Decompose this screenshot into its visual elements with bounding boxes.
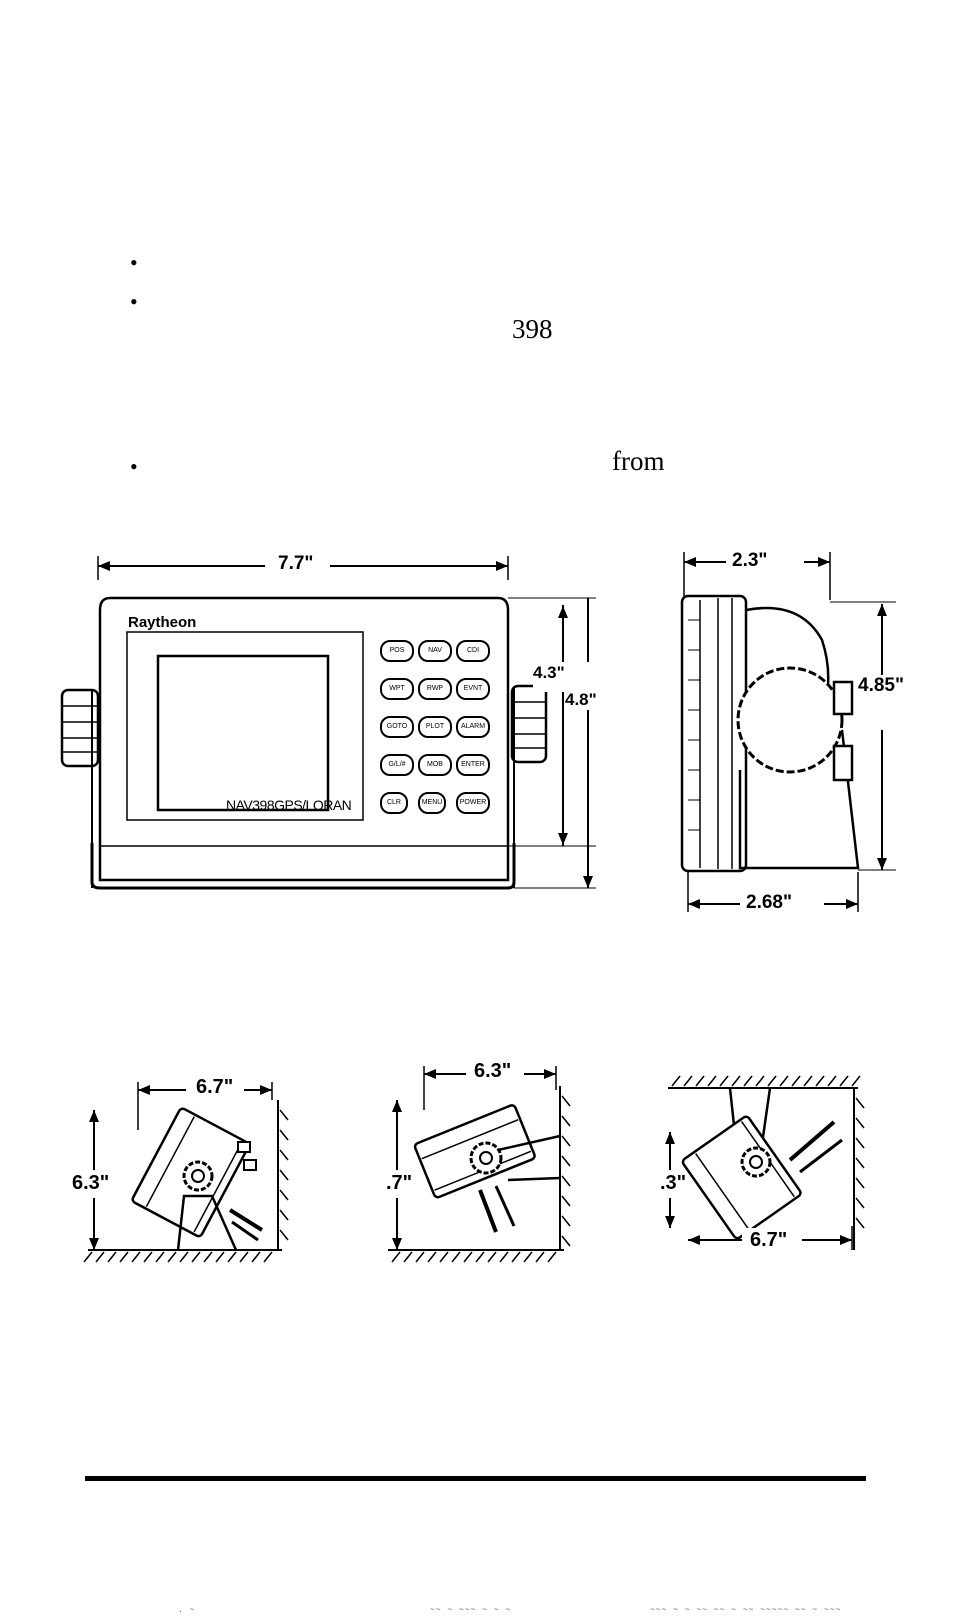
front-view-model-label: NAV398GPS/LORAN — [226, 797, 352, 813]
key-rwp: RWP — [418, 678, 452, 700]
key-evnt: EVNT — [456, 678, 490, 700]
bullet-2: • — [130, 289, 138, 314]
dim-side-depth-top: 2.3" — [732, 550, 768, 571]
dim-side-height: 4.85" — [858, 675, 904, 697]
key-enter: ENTER — [456, 754, 490, 776]
scan-noise-1: . ~ — [178, 1606, 196, 1615]
key-alarm: ALARM — [456, 716, 490, 738]
key-power: POWER — [456, 792, 490, 814]
model-number-text: 398 — [512, 314, 553, 344]
from-text: from — [612, 446, 665, 476]
dim-front-width: 7.7" — [278, 553, 314, 574]
dim-front-height-outer: 4.8" — [565, 690, 597, 710]
key-wpt: WPT — [380, 678, 414, 700]
dim-mount-right-width: 6.7" — [750, 1229, 788, 1251]
footer-rule — [85, 1476, 866, 1481]
dim-mount-center-height: .7" — [386, 1172, 413, 1194]
key-cdi: CDI — [456, 640, 490, 662]
dim-mount-left-width: 6.7" — [196, 1076, 234, 1098]
bullet-1: • — [130, 250, 138, 275]
keypad: POS NAV CDI WPT RWP EVNT GOTO PLOT ALARM… — [376, 632, 494, 822]
key-clr: CLR — [380, 792, 408, 814]
key-menu: MENU — [418, 792, 446, 814]
key-goto: GOTO — [380, 716, 414, 738]
key-mob: MOB — [418, 754, 452, 776]
dim-mount-center-width: 6.3" — [474, 1060, 512, 1082]
dim-side-depth-bottom: 2.68" — [746, 892, 792, 913]
dim-mount-left-height: 6.3" — [72, 1172, 110, 1194]
dim-front-height-inner: 4.3" — [533, 663, 565, 682]
key-pos: POS — [380, 640, 414, 662]
bullet-3: • — [130, 454, 138, 479]
scan-noise-3: ~~~ ~ ~ ~~ ~~ ~ ~~ ~~~~~ ~~ ~ ~~~ — [650, 1606, 842, 1615]
key-glt: G/L/# — [380, 754, 414, 776]
key-plot: PLOT — [418, 716, 452, 738]
dim-mount-right-height: .3" — [660, 1172, 687, 1194]
key-nav: NAV — [418, 640, 452, 662]
front-view-brand: Raytheon — [128, 614, 197, 631]
scan-noise-2: ~~ ~ ~~~ ~ ~ ~ — [430, 1606, 512, 1615]
